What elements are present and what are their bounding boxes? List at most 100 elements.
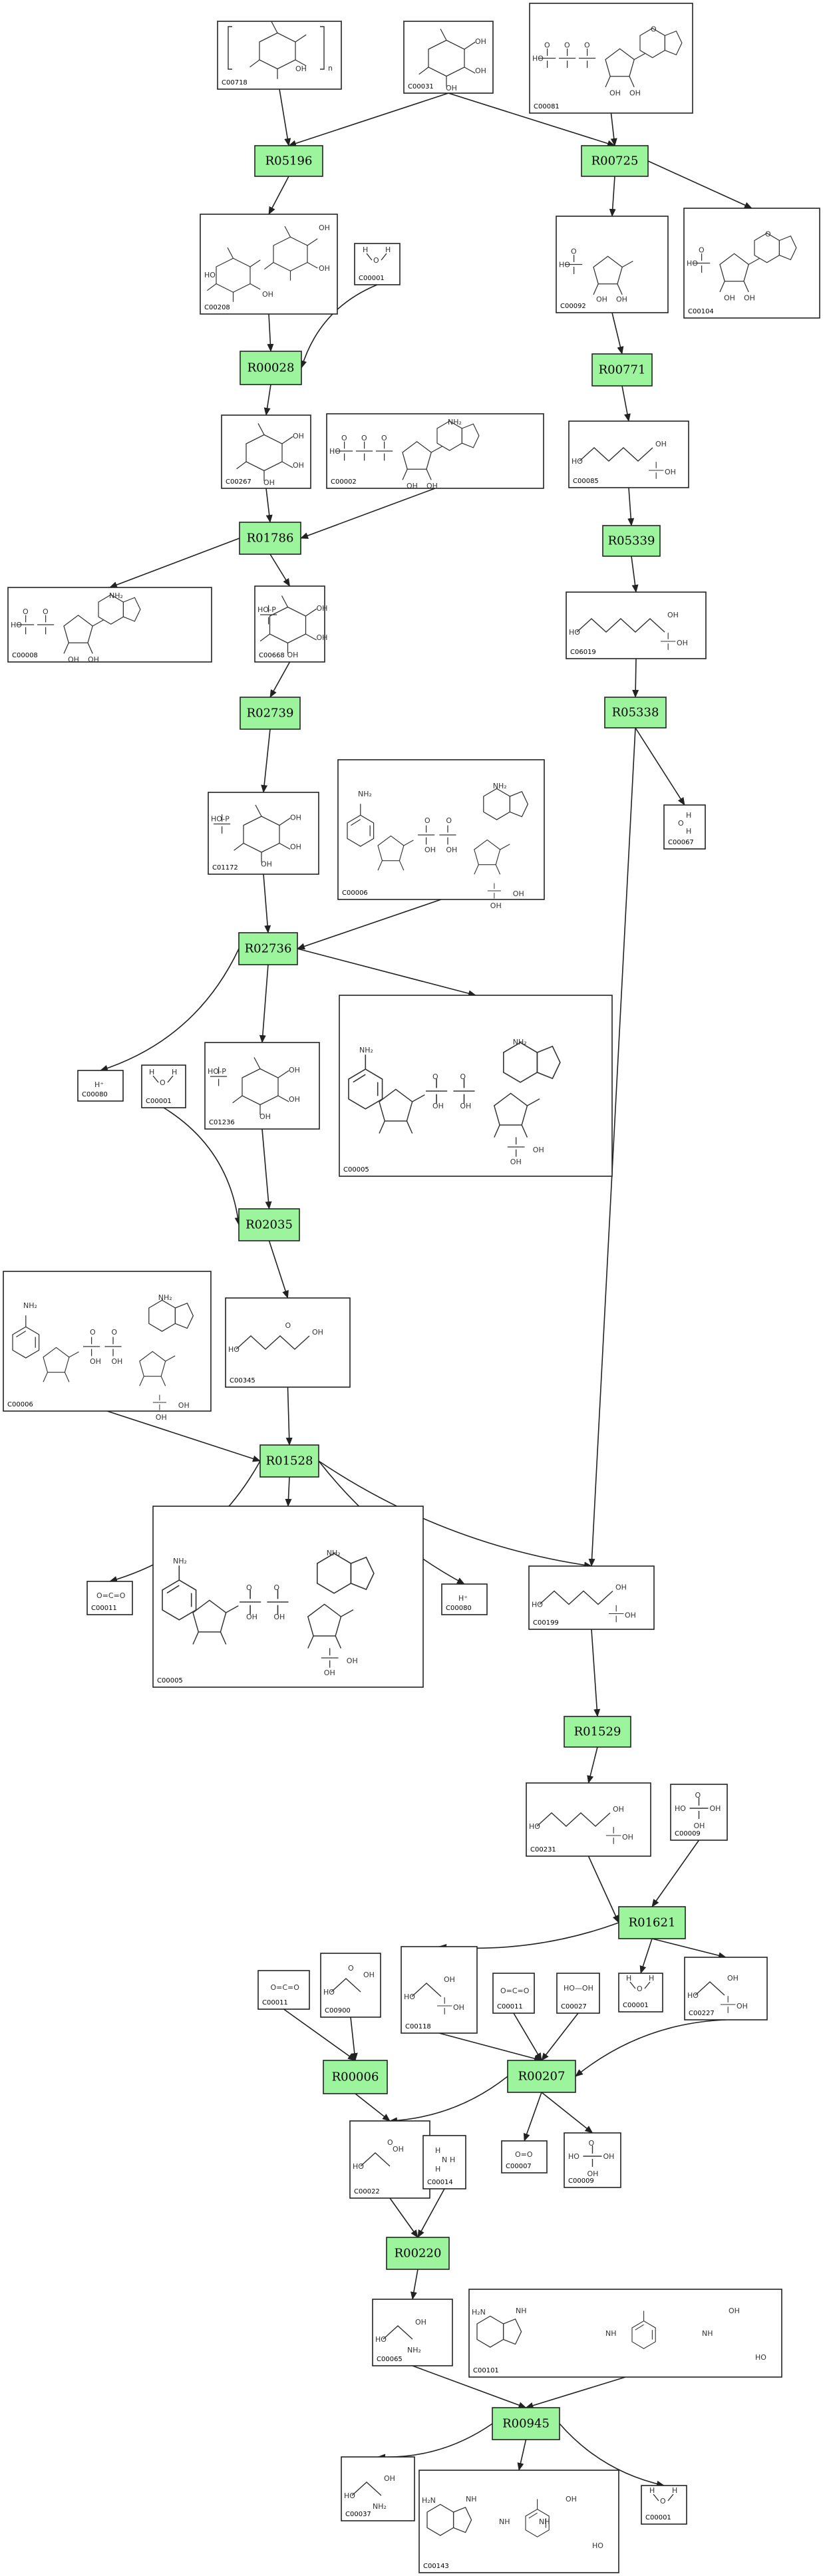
- edge-R02736-n20: [297, 948, 476, 997]
- svg-text:O: O: [678, 819, 684, 828]
- compound-n25[interactable]: H⁺C00080: [441, 1583, 488, 1615]
- svg-text:OH: OH: [289, 1066, 300, 1074]
- reaction-R00028[interactable]: R00028: [240, 351, 302, 385]
- reaction-R00771[interactable]: R00771: [591, 353, 653, 387]
- svg-text:OH: OH: [677, 639, 688, 647]
- edge-n29-R00207: [438, 2032, 542, 2062]
- reaction-R02739[interactable]: R02739: [240, 697, 301, 730]
- reaction-R00220[interactable]: R00220: [386, 2237, 450, 2270]
- svg-text:OH: OH: [490, 901, 502, 910]
- svg-text:OH: OH: [317, 604, 328, 613]
- svg-text:OH: OH: [587, 2170, 599, 2178]
- svg-text:H: H: [649, 1974, 654, 1983]
- edge-R01528-n24: [285, 1476, 292, 1507]
- svg-text:OH: OH: [426, 482, 438, 490]
- reaction-R02736[interactable]: R02736: [238, 932, 298, 965]
- reaction-R02035[interactable]: R02035: [238, 1208, 300, 1241]
- reaction-R01529[interactable]: R01529: [564, 1716, 631, 1748]
- reaction-R05339[interactable]: R05339: [602, 525, 661, 557]
- reaction-R00945[interactable]: R00945: [492, 2407, 560, 2440]
- svg-text:HO: HO: [344, 2492, 355, 2500]
- compound-id-label: C00006: [342, 889, 368, 897]
- svg-text:OH: OH: [347, 1657, 358, 1665]
- edge-R00207-n39: [541, 2092, 593, 2134]
- reaction-R00006[interactable]: R00006: [323, 2060, 388, 2094]
- svg-text:OH: OH: [293, 461, 304, 470]
- edge-n31-R00207: [541, 2012, 579, 2061]
- svg-text:NH: NH: [702, 2329, 713, 2338]
- reaction-R00725[interactable]: R00725: [581, 145, 649, 177]
- svg-text:OH: OH: [566, 2495, 577, 2503]
- compound-id-label: C00014: [427, 2179, 453, 2186]
- reaction-R01528[interactable]: R01528: [259, 1444, 319, 1478]
- svg-text:OH: OH: [737, 2002, 748, 2011]
- reaction-R05338[interactable]: R05338: [604, 697, 667, 728]
- svg-text:HO: HO: [755, 2353, 766, 2362]
- compound-id-label: C00008: [12, 652, 38, 659]
- svg-text:O: O: [160, 1078, 166, 1087]
- edge-R00725-n7: [647, 160, 752, 209]
- svg-text:H⁺: H⁺: [94, 1080, 104, 1089]
- svg-text:O: O: [43, 607, 49, 616]
- edge-R01621-n33: [651, 1938, 727, 1959]
- edge-R05338-n26: [588, 727, 636, 1567]
- svg-text:OH: OH: [446, 84, 457, 92]
- reaction-R05196[interactable]: R05196: [254, 145, 323, 177]
- edge-R01786-n12: [269, 554, 291, 587]
- reaction-R01786[interactable]: R01786: [239, 522, 301, 555]
- svg-text:H: H: [686, 827, 691, 836]
- reaction-R01621[interactable]: R01621: [618, 1906, 686, 1939]
- svg-text:OH: OH: [475, 67, 486, 75]
- edge-n4-R00028: [267, 313, 274, 352]
- compound-id-label: C00027: [561, 2003, 587, 2011]
- edge-R01528-n26: [318, 1460, 592, 1569]
- compound-n17[interactable]: H⁺C00080: [77, 1070, 124, 1102]
- reaction-R00207[interactable]: R00207: [507, 2060, 576, 2093]
